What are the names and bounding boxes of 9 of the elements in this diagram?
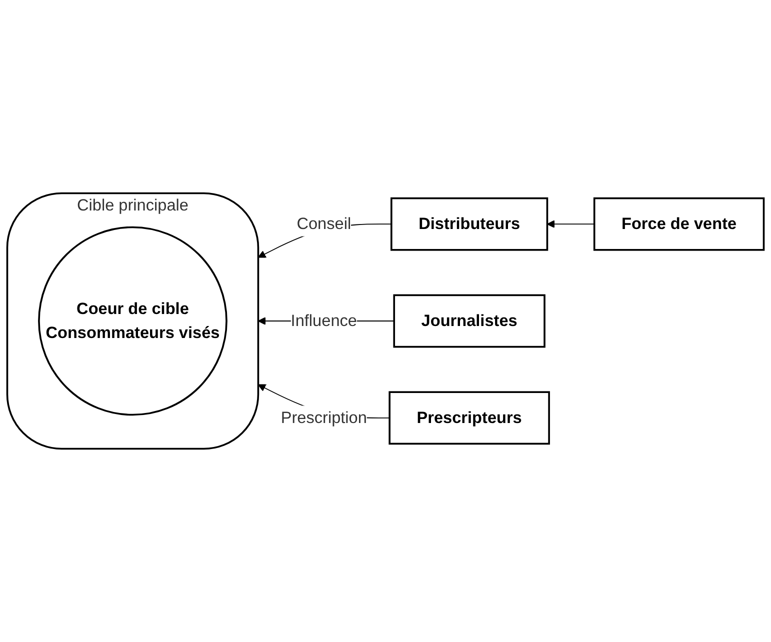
edge-label: Conseil	[296, 214, 352, 233]
node-box: Distributeurs	[390, 197, 548, 251]
node-circle: Coeur de cible Consommateurs visés	[38, 226, 228, 416]
edge-label: Prescription	[280, 408, 367, 427]
arrow	[546, 220, 595, 228]
node-box: Journalistes	[393, 294, 546, 348]
node-box: Force de vente	[593, 197, 765, 251]
edge-label: Influence	[290, 311, 357, 330]
node-box: Prescripteurs	[388, 391, 550, 445]
